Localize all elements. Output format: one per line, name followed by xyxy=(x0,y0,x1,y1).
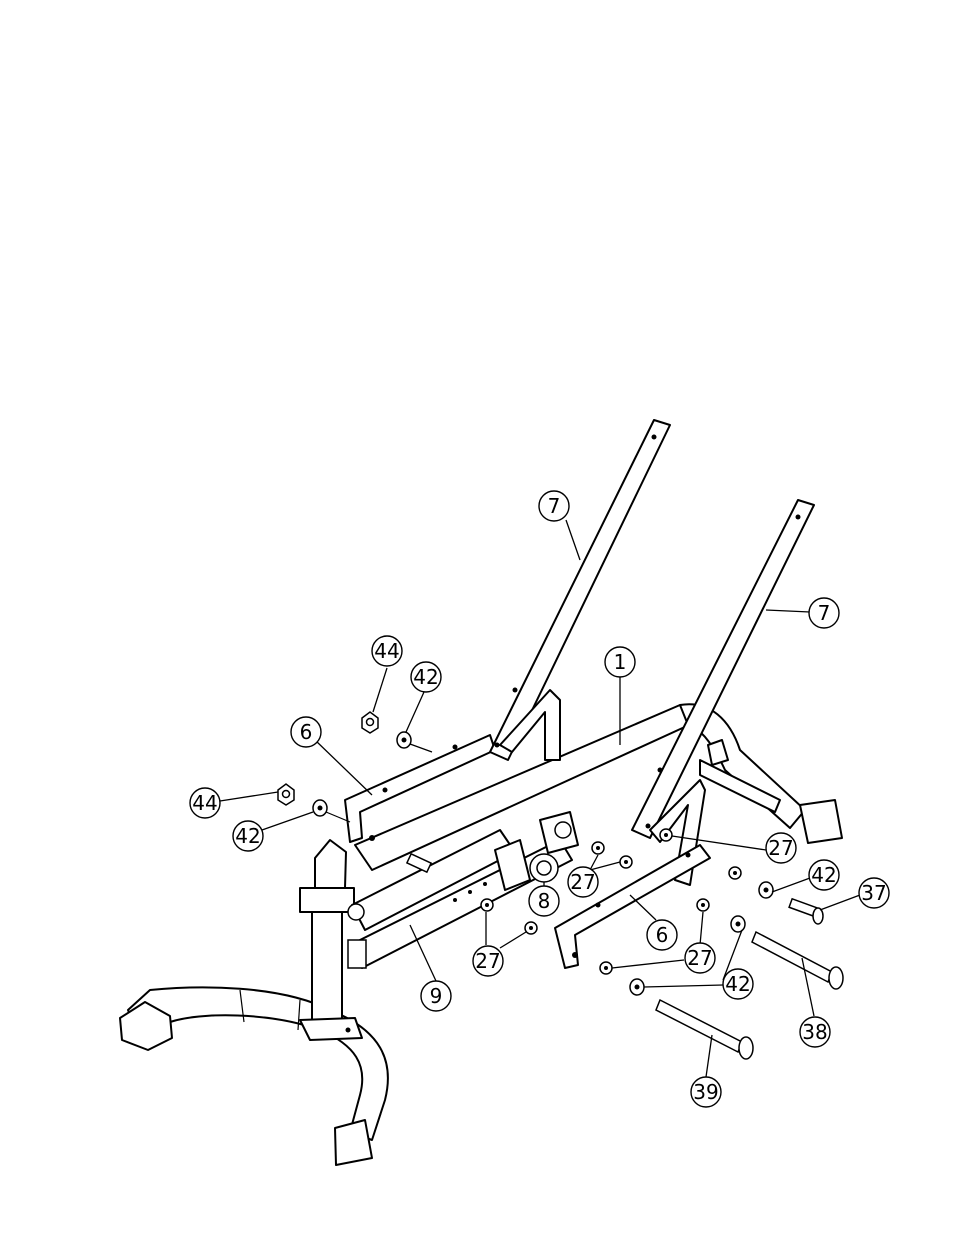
front-base-u-frame xyxy=(120,987,388,1165)
svg-text:27: 27 xyxy=(687,946,712,970)
svg-text:1: 1 xyxy=(614,650,627,674)
bolt-37 xyxy=(789,899,823,924)
callout-8: 8 xyxy=(529,886,559,916)
callout-44-lower: 44 xyxy=(190,788,220,818)
svg-text:44: 44 xyxy=(374,639,399,663)
callout-9: 9 xyxy=(421,981,451,1011)
svg-text:42: 42 xyxy=(811,863,836,887)
svg-text:38: 38 xyxy=(802,1020,827,1044)
callout-6-right: 6 xyxy=(647,920,677,950)
callout-27-right-upper: 27 xyxy=(766,833,796,863)
svg-text:8: 8 xyxy=(538,889,551,913)
part-7-right-upright xyxy=(632,500,814,885)
svg-text:39: 39 xyxy=(693,1080,718,1104)
callout-27-left: 27 xyxy=(473,946,503,976)
bolt-38 xyxy=(752,932,843,989)
callout-42-right-upper: 42 xyxy=(809,860,839,890)
svg-text:42: 42 xyxy=(235,824,260,848)
callout-42-lower: 42 xyxy=(233,821,263,851)
svg-text:27: 27 xyxy=(570,870,595,894)
svg-text:9: 9 xyxy=(430,984,443,1008)
svg-text:7: 7 xyxy=(548,494,561,518)
part-7-left-upright xyxy=(490,420,670,760)
callout-7-upper: 7 xyxy=(539,491,569,521)
callout-27-middle: 27 xyxy=(568,867,598,897)
svg-text:27: 27 xyxy=(768,836,793,860)
callout-6-left: 6 xyxy=(291,717,321,747)
svg-text:6: 6 xyxy=(656,923,669,947)
bolt-39 xyxy=(656,1000,753,1059)
pin xyxy=(407,854,431,872)
callout-39: 39 xyxy=(691,1077,721,1107)
callout-38: 38 xyxy=(800,1017,830,1047)
svg-text:7: 7 xyxy=(818,601,831,625)
callout-7-right: 7 xyxy=(809,598,839,628)
callout-42-right-lower: 42 xyxy=(723,969,753,999)
svg-text:42: 42 xyxy=(413,665,438,689)
svg-text:44: 44 xyxy=(192,791,217,815)
callout-1: 1 xyxy=(605,647,635,677)
callout-37: 37 xyxy=(859,878,889,908)
callout-44-upper: 44 xyxy=(372,636,402,666)
svg-text:42: 42 xyxy=(725,972,750,996)
svg-text:37: 37 xyxy=(861,881,886,905)
svg-text:27: 27 xyxy=(475,949,500,973)
callout-27-right-lower: 27 xyxy=(685,943,715,973)
callout-42-upper: 42 xyxy=(411,662,441,692)
svg-text:6: 6 xyxy=(300,720,313,744)
